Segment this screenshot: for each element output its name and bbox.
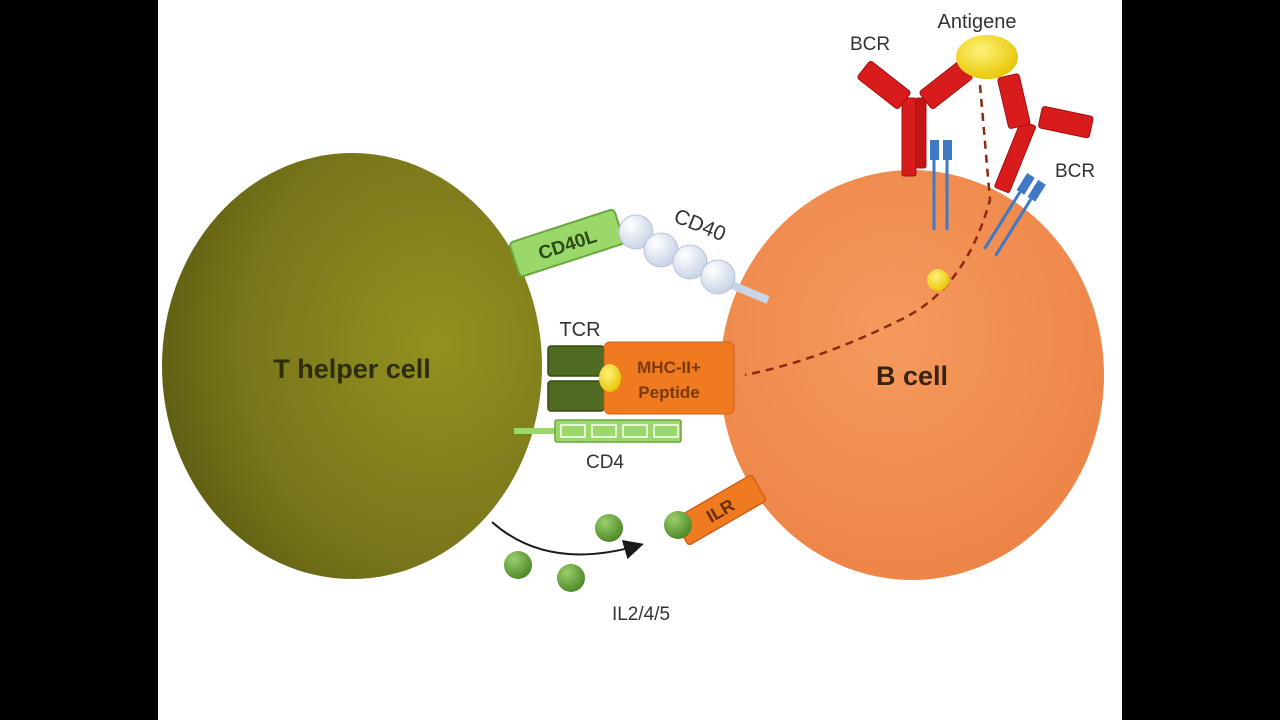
antigen-label: Antigene	[938, 11, 1017, 33]
b-cell	[720, 170, 1104, 580]
cd4-label: CD4	[586, 452, 624, 473]
tcr-receptor	[547, 345, 605, 412]
antigen-internalization-path	[744, 84, 992, 377]
secretion-arrow	[491, 521, 644, 560]
bcr-signaling-unit-2	[983, 173, 1046, 257]
interleukin-label: IL2/4/5	[612, 604, 670, 625]
peptide-label: Peptide	[638, 383, 699, 402]
peptide-dot	[599, 364, 621, 392]
mhc-ii-peptide-complex	[599, 341, 735, 415]
b-cell-label: B cell	[876, 361, 948, 391]
t-helper-cell	[162, 153, 542, 579]
bcr-label-2: BCR	[1055, 161, 1095, 182]
bcr-antibody-1	[857, 61, 973, 177]
internalized-antigen-dot	[927, 269, 949, 291]
cd40-receptor	[618, 214, 770, 304]
cd40l-receptor	[509, 208, 625, 278]
t-helper-cell-label: T helper cell	[273, 354, 431, 384]
bcr-label-1: BCR	[850, 34, 890, 55]
antigen-molecule	[956, 35, 1018, 79]
bcr-signaling-unit-1	[930, 140, 952, 230]
cd4-coreceptor	[514, 419, 682, 443]
tcr-label: TCR	[559, 319, 600, 341]
mhc-ii-label: MHC-II+	[637, 358, 701, 377]
interleukin-molecules	[504, 511, 692, 592]
bcr-antibody-2	[994, 73, 1094, 193]
